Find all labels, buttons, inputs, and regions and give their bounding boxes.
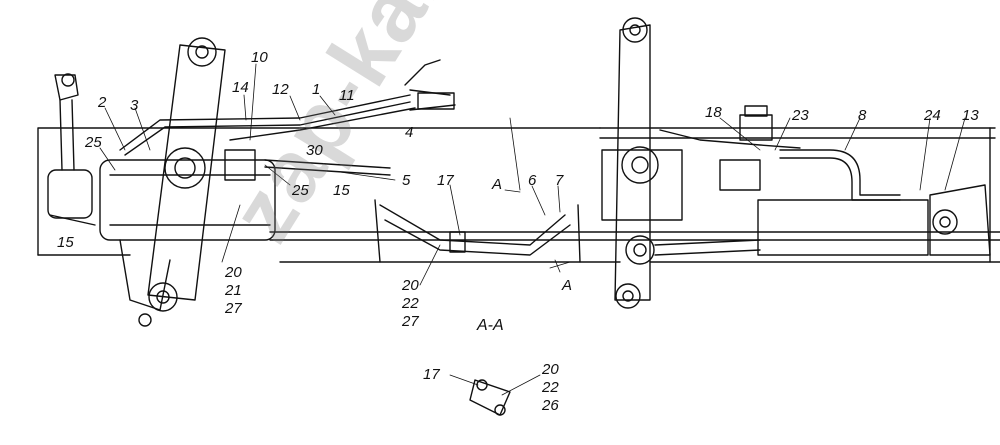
- callout-17a: 17: [437, 172, 454, 189]
- callout-27a: 27: [225, 300, 242, 317]
- section-mark-a-bottom: A: [562, 277, 573, 294]
- callout-17b: 17: [423, 366, 440, 383]
- callout-1: 1: [312, 81, 321, 98]
- callout-26: 26: [542, 397, 559, 414]
- callout-21: 21: [225, 282, 242, 299]
- steering-gear: [99, 147, 276, 327]
- callout-20b: 20: [402, 277, 419, 294]
- bracket-detail: [469, 379, 511, 416]
- frame-rail: [37, 127, 1000, 263]
- steering-cardan: [47, 73, 96, 226]
- section-label: A-A: [477, 317, 504, 334]
- callout-3: 3: [130, 97, 139, 114]
- callout-22b: 22: [542, 379, 559, 396]
- callout-20a: 20: [225, 264, 242, 281]
- callout-8: 8: [858, 107, 867, 124]
- callout-14: 14: [232, 79, 249, 96]
- cross-tube: [374, 199, 581, 263]
- callout-30: 30: [306, 142, 323, 159]
- callout-2: 2: [98, 94, 107, 111]
- callout-13: 13: [962, 107, 979, 124]
- callout-15b: 15: [57, 234, 74, 251]
- valve-block: [659, 105, 801, 191]
- callout-20c: 20: [542, 361, 559, 378]
- callout-6: 6: [528, 172, 537, 189]
- callout-10: 10: [251, 49, 268, 66]
- callout-12: 12: [272, 81, 289, 98]
- callout-15a: 15: [333, 182, 350, 199]
- callout-25a: 25: [85, 134, 102, 151]
- callout-4: 4: [405, 124, 414, 141]
- callout-5: 5: [402, 172, 411, 189]
- callout-27b: 27: [402, 313, 419, 330]
- callout-24: 24: [924, 107, 941, 124]
- power-cylinder: [654, 149, 991, 256]
- hydraulic-lines: [119, 59, 456, 176]
- callout-7: 7: [555, 172, 564, 189]
- callout-11: 11: [339, 87, 355, 104]
- pitman-arm-right: [601, 17, 683, 309]
- callout-18: 18: [705, 104, 722, 121]
- section-mark-a-top: A: [492, 176, 503, 193]
- callout-22a: 22: [402, 295, 419, 312]
- callout-23: 23: [792, 107, 809, 124]
- callout-25b: 25: [292, 182, 309, 199]
- leader-lines: [99, 63, 966, 396]
- pitman-arm-left: [147, 37, 226, 312]
